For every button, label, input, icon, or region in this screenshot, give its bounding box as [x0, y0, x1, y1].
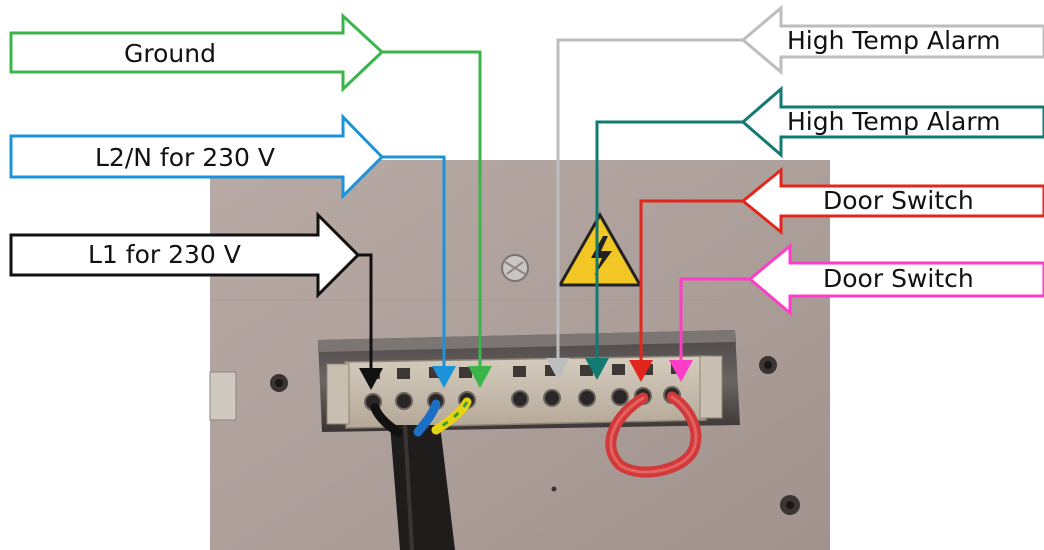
- door-switch-label-2: Door Switch: [823, 264, 974, 293]
- l1-label: L1 for 230 V: [88, 240, 241, 269]
- high-temp-alarm-label-2: High Temp Alarm: [787, 107, 1001, 136]
- screw-icon: [501, 254, 529, 282]
- door-switch-arrow-1: [629, 166, 1044, 382]
- high-temp-alarm-arrow-1: [546, 4, 1044, 380]
- warning-triangle-icon: [557, 211, 643, 287]
- device-panel-photo: [209, 160, 830, 550]
- high-temp-alarm-arrow-2: [585, 85, 1044, 380]
- l2n-arrow: [9, 113, 456, 388]
- ground-label: Ground: [124, 39, 216, 68]
- power-cable: [370, 397, 472, 550]
- door-switch-jumper: [605, 391, 702, 478]
- door-switch-label-1: Door Switch: [823, 186, 974, 215]
- l2n-label: L2/N for 230 V: [95, 143, 275, 172]
- ground-arrow: [9, 12, 492, 388]
- high-temp-alarm-label-1: High Temp Alarm: [787, 26, 1001, 55]
- door-switch-arrow-2: [669, 242, 1044, 382]
- l1-arrow: [9, 211, 383, 390]
